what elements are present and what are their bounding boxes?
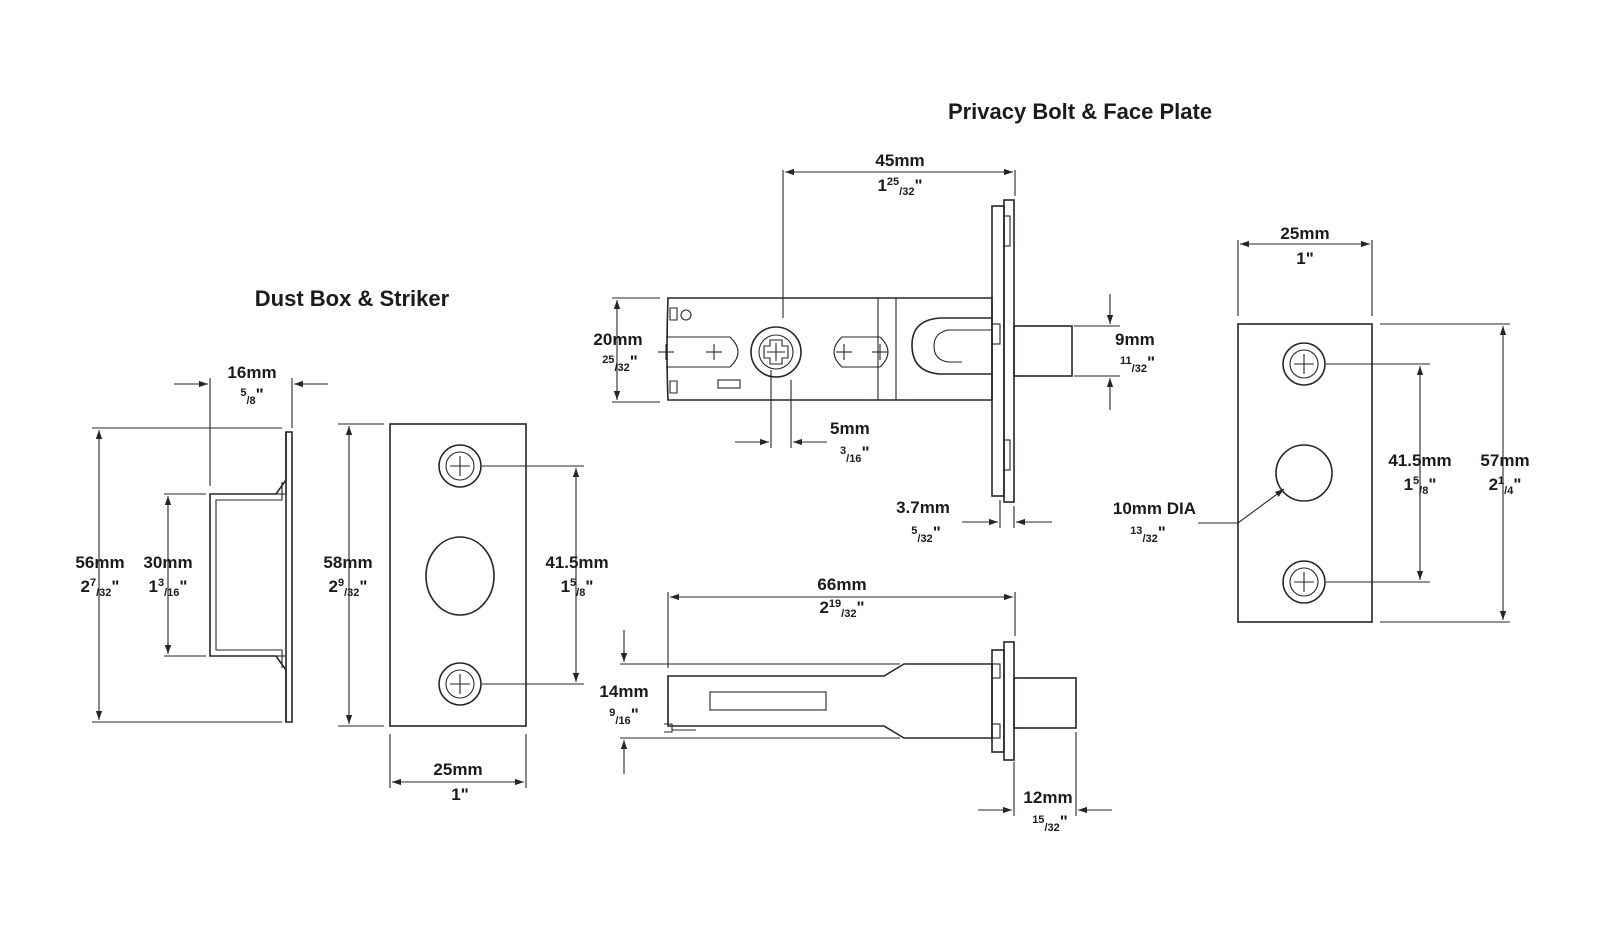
dim-face-hole-diameter-mm: 10mm DIA bbox=[1113, 499, 1196, 518]
dim-bolt-5mm-mm: 5mm bbox=[830, 419, 870, 438]
dim-striker-width-mm: 25mm bbox=[433, 760, 482, 779]
dim-side-throw-inch: 15/32" bbox=[1032, 812, 1068, 834]
dim-bolt-5mm-inch: 3/16" bbox=[840, 443, 870, 465]
dim-bolt-throw-mm: 9mm bbox=[1115, 330, 1155, 349]
privacy-bolt-top-view bbox=[658, 199, 1073, 503]
dim-face-width: 25mm 1" bbox=[1237, 224, 1373, 316]
dim-bolt-length-mm: 45mm bbox=[875, 151, 924, 170]
plus-mark-4 bbox=[872, 344, 888, 360]
striker-screw-bottom bbox=[438, 662, 482, 706]
dim-striker-holes: 41.5mm 15/8" bbox=[482, 465, 609, 685]
dim-striker-holes-mm: 41.5mm bbox=[545, 553, 608, 572]
dim-box-depth-mm: 16mm bbox=[227, 363, 276, 382]
dim-face-width-mm: 25mm bbox=[1280, 224, 1329, 243]
dim-side-throw: 12mm 15/32" bbox=[978, 732, 1112, 834]
plus-mark-1 bbox=[658, 344, 674, 360]
dim-bolt-height-mm: 20mm bbox=[593, 330, 642, 349]
dim-side-height-mm: 14mm bbox=[599, 682, 648, 701]
dim-side-height: 14mm 9/16" bbox=[599, 630, 900, 774]
dim-striker-height-inch: 29/32" bbox=[329, 577, 368, 599]
dim-bolt-5mm: 5mm 3/16" bbox=[735, 370, 870, 465]
privacy-bolt-title: Privacy Bolt & Face Plate bbox=[948, 99, 1212, 124]
dim-bolt-height: 20mm 25/32" bbox=[593, 297, 660, 403]
dim-box-inner-mm: 30mm bbox=[143, 553, 192, 572]
spindle-hole bbox=[750, 326, 802, 378]
dim-side-length: 66mm 219/32" bbox=[667, 575, 1016, 668]
dim-box-outer-mm: 56mm bbox=[75, 553, 124, 572]
face-plate-front-view bbox=[1237, 323, 1373, 623]
dim-bolt-length-inch: 125/32" bbox=[877, 176, 922, 198]
face-plate-screw-top bbox=[1282, 342, 1326, 386]
dim-side-length-inch: 219/32" bbox=[819, 598, 864, 620]
plus-mark-2 bbox=[706, 344, 722, 360]
striker-bolt-opening bbox=[425, 536, 495, 616]
dim-face-height: 57mm 21/4" bbox=[1380, 323, 1530, 623]
privacy-bolt-side-view bbox=[664, 641, 1077, 761]
dim-box-depth: 16mm 5/8" bbox=[174, 363, 328, 486]
dim-bolt-throw-inch: 11/32" bbox=[1120, 353, 1155, 375]
dim-bolt-length: 45mm 125/32" bbox=[782, 151, 1016, 318]
dim-box-outer-inch: 27/32" bbox=[81, 577, 120, 599]
face-plate-bolt-hole bbox=[1275, 444, 1333, 502]
dim-side-throw-mm: 12mm bbox=[1023, 788, 1072, 807]
dim-side-length-mm: 66mm bbox=[817, 575, 866, 594]
dim-face-holes-inch: 15/8" bbox=[1404, 475, 1437, 497]
dim-face-width-inch: 1" bbox=[1296, 249, 1314, 268]
dim-face-holes-mm: 41.5mm bbox=[1388, 451, 1451, 470]
dim-bolt-throw: 9mm 11/32" bbox=[1074, 294, 1155, 410]
face-plate-screw-bottom bbox=[1282, 560, 1326, 604]
dim-striker-height-mm: 58mm bbox=[323, 553, 372, 572]
dim-face-height-inch: 21/4" bbox=[1489, 475, 1522, 497]
dim-bolt-height-inch: 25/32" bbox=[602, 352, 638, 374]
striker-plate-front-view bbox=[389, 423, 527, 727]
face-plate bbox=[991, 205, 1005, 497]
dim-plate-thickness-mm: 3.7mm bbox=[896, 498, 950, 517]
dim-plate-thickness: 3.7mm 5/32" bbox=[896, 498, 1052, 545]
dim-face-height-mm: 57mm bbox=[1480, 451, 1529, 470]
side-bolt-tongue bbox=[1013, 677, 1077, 729]
dim-striker-height: 58mm 29/32" bbox=[323, 423, 384, 727]
dust-box-side-view bbox=[209, 431, 293, 723]
dim-box-inner-inch: 13/16" bbox=[149, 577, 188, 599]
dim-striker-width: 25mm 1" bbox=[389, 734, 527, 804]
dim-box-depth-inch: 5/8" bbox=[240, 385, 263, 407]
dim-face-holes: 41.5mm 15/8" bbox=[1326, 363, 1452, 583]
striker-screw-top bbox=[438, 444, 482, 488]
plus-mark-3 bbox=[836, 344, 852, 360]
bolt-tongue bbox=[1013, 325, 1073, 377]
dim-striker-width-inch: 1" bbox=[451, 785, 469, 804]
dim-box-inner: 30mm 13/16" bbox=[143, 493, 206, 657]
dim-side-height-inch: 9/16" bbox=[609, 705, 639, 727]
dust-box-title: Dust Box & Striker bbox=[255, 286, 450, 311]
dim-face-hole-diameter-inch: 13/32" bbox=[1130, 523, 1166, 545]
dim-plate-thickness-inch: 5/32" bbox=[911, 523, 941, 545]
dim-face-hole-diameter: 10mm DIA 13/32" bbox=[1113, 488, 1285, 545]
dim-striker-holes-inch: 15/8" bbox=[561, 577, 594, 599]
dim-box-outer: 56mm 27/32" bbox=[75, 427, 282, 723]
